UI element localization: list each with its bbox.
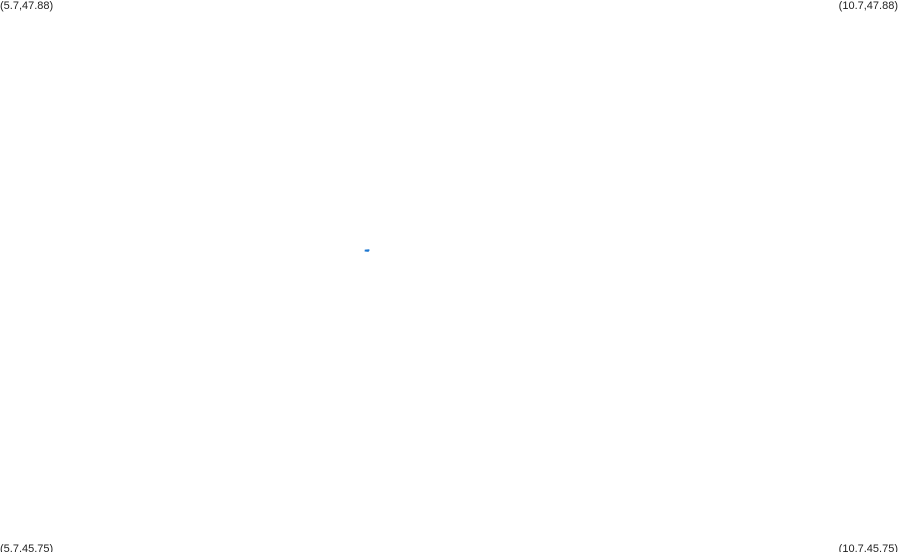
corner-label-top-right: (10.7,47.88): [838, 0, 898, 12]
feature-polygon[interactable]: [364, 249, 370, 252]
corner-label-top-left: (5.7,47.88): [0, 0, 54, 12]
corner-label-bottom-right: (10.7,45.75): [838, 543, 898, 552]
corner-label-bottom-left: (5.7,45.75): [0, 543, 54, 552]
